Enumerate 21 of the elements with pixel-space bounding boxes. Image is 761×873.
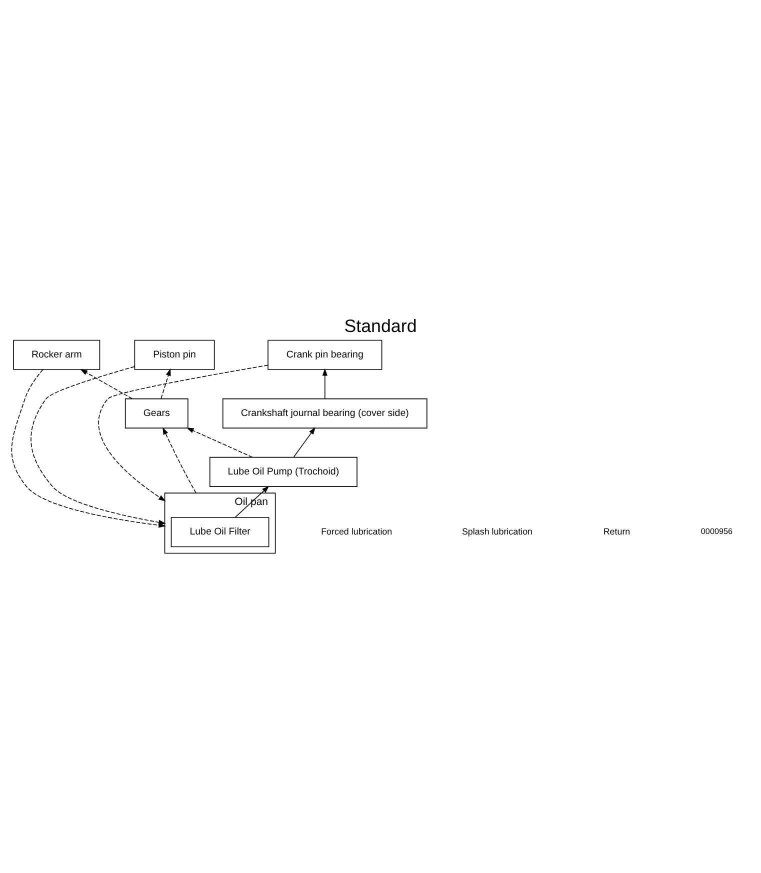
label: 0000956 xyxy=(700,526,733,536)
arrow xyxy=(160,368,171,398)
node-box: Lube Oil Pump (Trochoid) xyxy=(209,456,358,486)
legend-label: Forced lubrication xyxy=(321,526,392,536)
node-box: Crank pin bearing xyxy=(268,339,382,370)
arrow xyxy=(98,364,268,501)
diagram-title: Standard xyxy=(344,315,417,336)
node-box: Piston pin xyxy=(134,339,215,370)
node-box: Gears xyxy=(124,398,188,428)
legend-label: Return xyxy=(603,526,630,536)
node-box: Lube Oil Filter xyxy=(170,516,270,547)
legend-label: Splash lubrication xyxy=(462,526,533,536)
arrow xyxy=(293,426,316,457)
arrow xyxy=(162,426,197,493)
arrow xyxy=(322,368,328,398)
node-box: Crankshaft journal bearing (cover side) xyxy=(222,398,428,428)
arrow xyxy=(234,485,270,518)
arrow xyxy=(186,427,253,458)
node-box: Rocker arm xyxy=(13,339,100,370)
arrow xyxy=(80,368,133,399)
arrow xyxy=(30,366,166,524)
